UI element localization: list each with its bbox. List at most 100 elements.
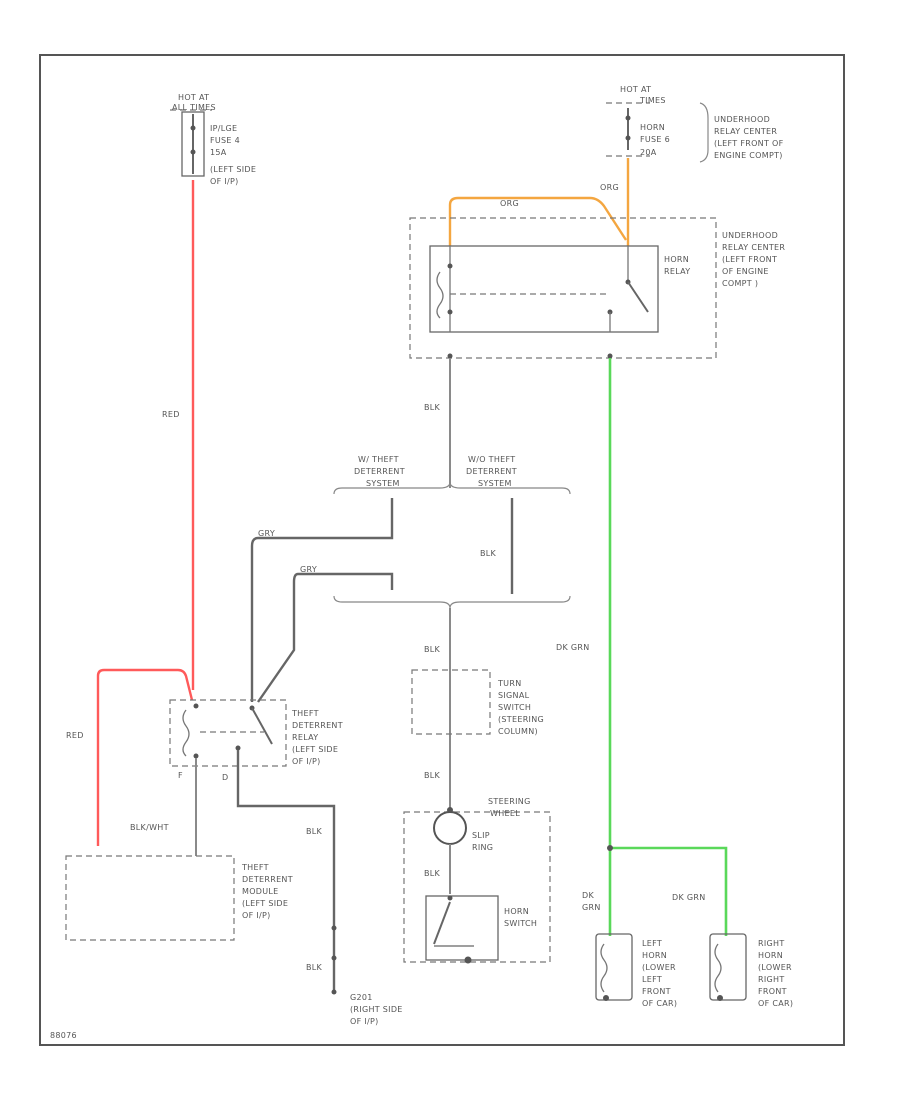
slip-ring-label: SLIP [472,831,490,840]
option-brace-top [333,481,571,495]
hot-at-all-times-label-left: HOT AT [178,93,209,102]
option-brace-bottom [333,595,571,609]
wire-color-label: GRY [300,565,317,574]
ground-label: (RIGHT SIDE [350,1005,403,1014]
ip-lge-fuse: HOT AT ALL TIMES IP/LGE FUSE 4 15A (LEFT… [170,93,256,186]
wire-color-label: RED [162,410,180,419]
underhood-relay-center-label: RELAY CENTER [714,127,777,136]
wire-color-label: BLK [424,403,441,412]
horn-switch-label: HORN [504,907,529,916]
steering-wheel-label: WHEEL [490,809,520,818]
horn-fuse-label: 20A [640,148,657,157]
left-horn-label: OF CAR) [642,999,677,1008]
wire-dk-grn-right-horn [610,846,728,936]
underhood-relay-center-label: (LEFT FRONT OF [714,139,784,148]
wire-org-coil-feed [448,196,628,246]
wire-color-label: DK GRN [672,893,706,902]
theft-relay-label: RELAY [292,733,319,742]
hot-at-label-right: HOT AT [620,85,651,94]
turn-signal-label: TURN [497,679,522,688]
option-label-with-theft: DETERRENT [354,467,405,476]
fuse-label: FUSE 4 [210,136,240,145]
wire-color-label: GRN [582,903,601,912]
turn-signal-label: (STEERING [498,715,544,724]
wire-color-label: RED [66,731,84,740]
theft-module-label: THEFT [241,863,269,872]
left-horn-label: FRONT [642,987,671,996]
right-horn: RIGHT HORN (LOWER RIGHT FRONT OF CAR) [709,933,793,1008]
figure-id: 88076 [50,1031,77,1040]
right-horn-label: FRONT [758,987,787,996]
fuse-label: (LEFT SIDE [210,165,256,174]
diagram-frame [39,54,845,1046]
wire-gry-2 [257,572,394,703]
pin-label: D [222,773,228,782]
turn-signal-label: SIGNAL [498,691,530,700]
wire-gry-1 [250,498,394,702]
wire-color-label: GRY [258,529,275,538]
theft-relay-label: OF I/P) [292,757,321,766]
turn-signal-label: COLUMN) [498,727,538,736]
horn-fuse-label: FUSE 6 [640,135,670,144]
wire-color-label: DK [582,891,594,900]
option-label-without-theft: DETERRENT [466,467,517,476]
ground-label: OF I/P) [350,1017,379,1026]
wire-red-to-theft-module [96,668,194,846]
underhood-relay-center-label-2: (LEFT FRONT [722,255,777,264]
underhood-relay-center-label-2: RELAY CENTER [722,243,785,252]
horn-relay-label: HORN [664,255,689,264]
right-horn-label: HORN [758,951,783,960]
wire-color-label: DK GRN [556,643,590,652]
horn-fuse-label: HORN [640,123,665,132]
wire-color-label: BLK [480,549,497,558]
theft-module-label: OF I/P) [242,911,271,920]
turn-signal-switch: TURN SIGNAL SWITCH (STEERING COLUMN) [411,669,544,736]
horn-fuse: HOT AT TIMES HORN FUSE 6 20A UNDERHOOD R… [606,85,784,163]
right-horn-label: RIGHT [758,975,785,984]
fuse-label: IP/LGE [210,124,237,133]
left-horn-label: LEFT [642,939,662,948]
theft-module-label: MODULE [242,887,279,896]
wire-color-label: BLK [424,771,441,780]
wire-color-label: BLK/WHT [130,823,169,832]
turn-signal-label: SWITCH [498,703,531,712]
wire-color-label: BLK [424,645,441,654]
theft-module-label: DETERRENT [242,875,293,884]
option-label-without-theft: W/O THEFT [468,455,515,464]
horn-relay-label: RELAY [664,267,691,276]
fuse-label: 15A [210,148,227,157]
left-horn-label: LEFT [642,975,662,984]
underhood-relay-center-label: UNDERHOOD [714,115,770,124]
wire-color-label: ORG [600,183,619,192]
right-horn-label: RIGHT [758,939,785,948]
underhood-relay-center-label-2: OF ENGINE [722,267,769,276]
left-horn-label: (LOWER [642,963,676,972]
left-horn: LEFT HORN (LOWER LEFT FRONT OF CAR) [595,933,677,1008]
horn-switch-label: SWITCH [504,919,537,928]
theft-relay-label: DETERRENT [292,721,343,730]
option-label-without-theft: SYSTEM [478,479,512,488]
steering-wheel-label: STEERING [488,797,531,806]
right-horn-label: OF CAR) [758,999,793,1008]
pin-label: F [178,771,183,780]
steering-wheel-assembly: STEERING WHEEL SLIP RING HORN SWITCH [403,797,551,964]
slip-ring-label: RING [472,843,493,852]
theft-deterrent-relay: THEFT DETERRENT RELAY (LEFT SIDE OF I/P)… [169,699,343,782]
ground-label: G201 [350,993,373,1002]
theft-module-label: (LEFT SIDE [242,899,288,908]
theft-relay-label: THEFT [291,709,319,718]
underhood-relay-center-label-2: COMPT ) [722,279,758,288]
horn-relay: HORN RELAY UNDERHOOD RELAY CENTER (LEFT … [409,217,785,359]
theft-deterrent-module: THEFT DETERRENT MODULE (LEFT SIDE OF I/P… [65,855,293,941]
theft-relay-label: (LEFT SIDE [292,745,338,754]
right-horn-label: (LOWER [758,963,792,972]
hot-at-all-times-label-left-2: ALL TIMES [172,103,216,112]
wire-color-label: BLK [306,827,323,836]
underhood-relay-center-label-2: UNDERHOOD [722,231,778,240]
wire-blk-to-ground [236,750,336,992]
wire-color-label: BLK [424,869,441,878]
underhood-relay-center-label: ENGINE COMPT) [714,151,783,160]
fuse-label: OF I/P) [210,177,239,186]
left-horn-label: HORN [642,951,667,960]
